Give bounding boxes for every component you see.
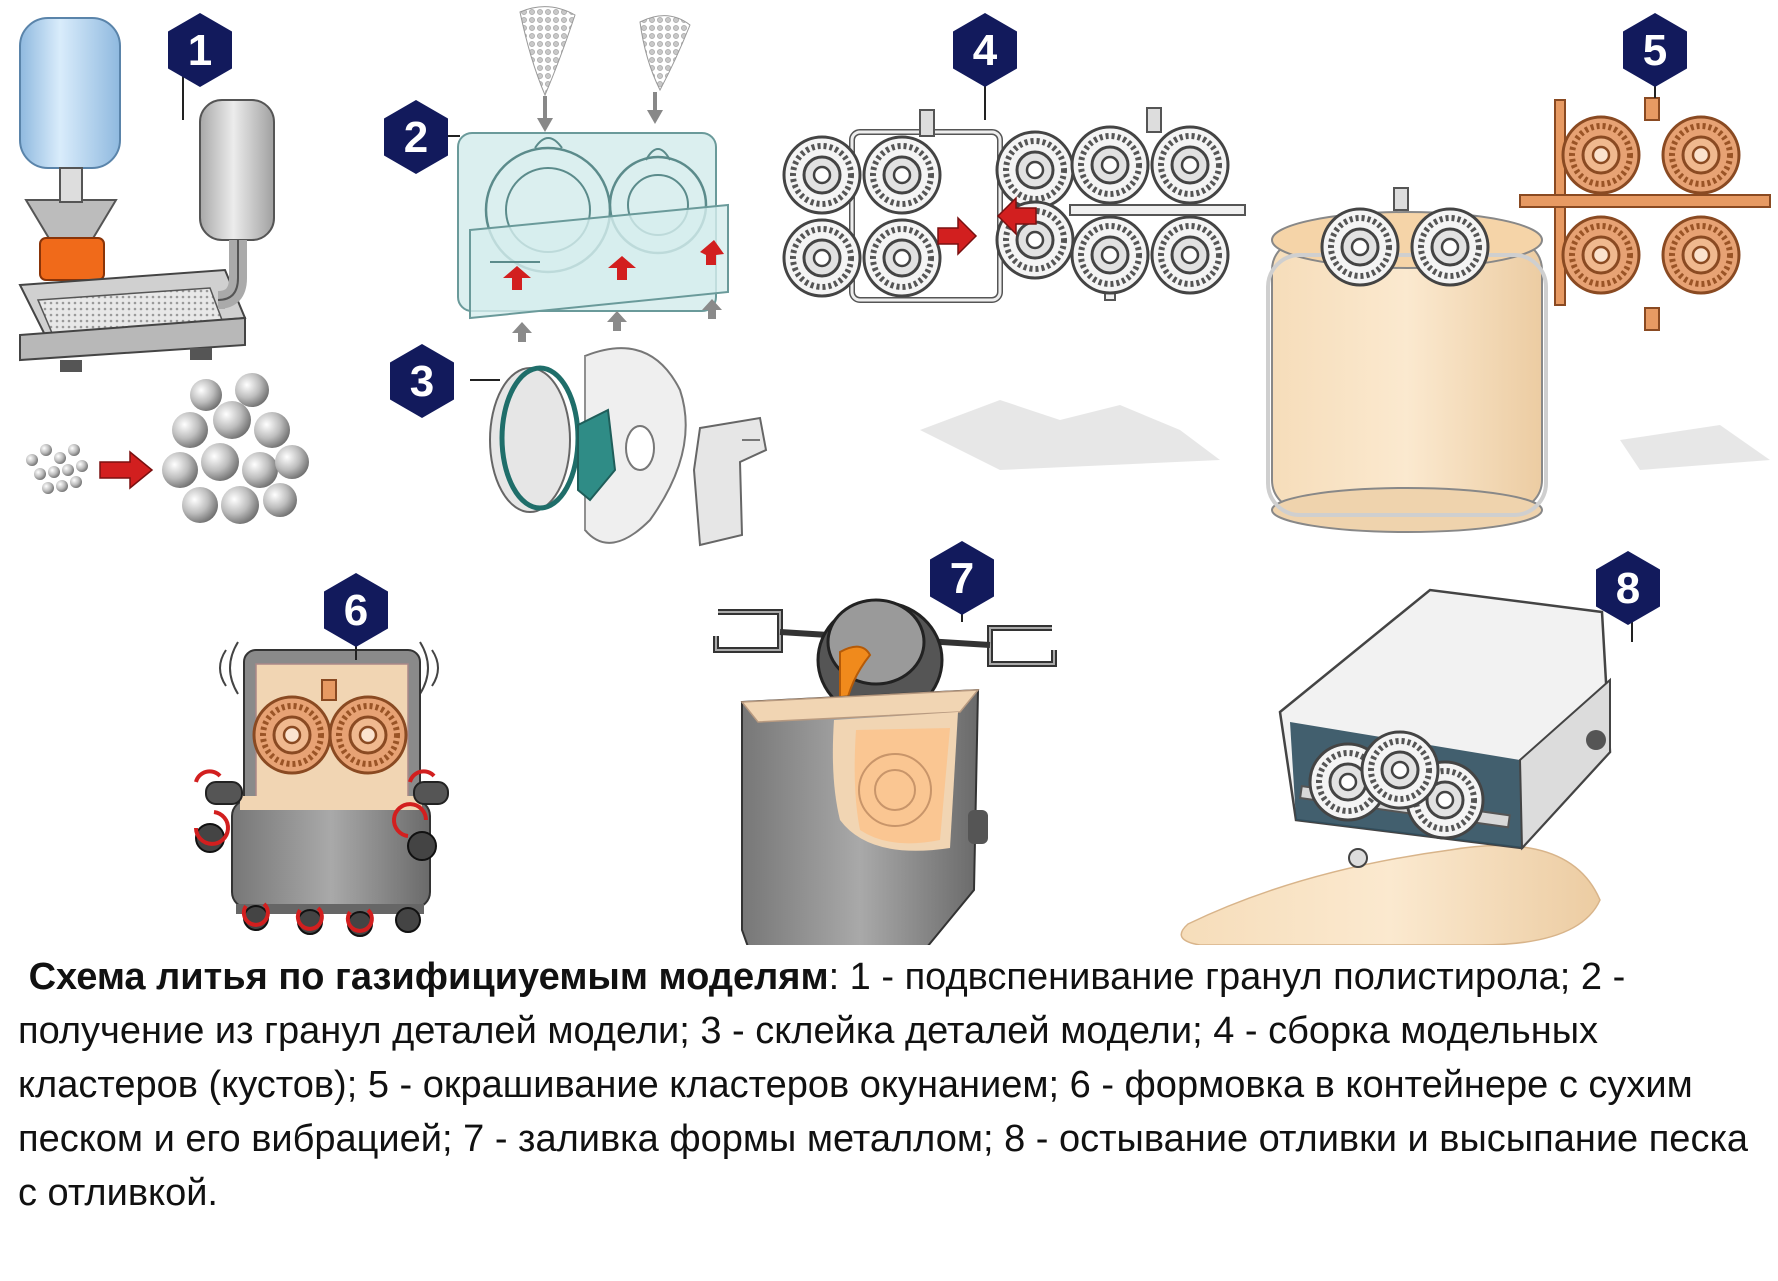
step-1-number: 1: [188, 26, 212, 75]
step-5-number: 5: [1643, 26, 1667, 75]
step-7-number: 7: [950, 554, 974, 603]
step-4-badge: 4: [953, 13, 1017, 87]
step-1-badge: 1: [168, 13, 232, 87]
small-beads-icon: [26, 444, 88, 494]
red-arrows-icon: [503, 240, 724, 290]
caption-text: : 1 - подвспенивание гранул полистирола;…: [18, 956, 1749, 1214]
step-4-number: 4: [973, 26, 998, 75]
step-6-vibration-molding: 6: [194, 573, 449, 937]
step-8-badge: 8: [1596, 551, 1660, 625]
step-2-badge: 2: [384, 100, 448, 174]
step-7-badge: 7: [930, 541, 994, 615]
step-7-pouring: 7: [713, 541, 1057, 945]
step-6-badge: 6: [324, 573, 388, 647]
caption: Схема литья по газифициуемым моделям: 1 …: [18, 950, 1763, 1220]
large-beads-icon: [162, 373, 309, 524]
red-arrow-icon: [99, 450, 154, 490]
step-5-coating: 5: [920, 13, 1771, 533]
step-3-number: 3: [410, 357, 434, 406]
step-3-badge: 3: [390, 344, 454, 418]
step-2-molding: 2: [384, 6, 729, 342]
caption-title: Схема литья по газифициуемым моделям: [28, 956, 829, 998]
rotation-arrows-icon: [194, 769, 436, 933]
step-8-discharge: 8: [1180, 551, 1660, 945]
step-3-gluing: 3: [390, 344, 768, 547]
step-1-pre-expansion: 1: [18, 13, 309, 524]
step-8-number: 8: [1616, 564, 1640, 613]
step-6-number: 6: [344, 586, 368, 635]
step-2-number: 2: [404, 113, 428, 162]
process-illustration: 1 2: [18, 6, 1771, 945]
step-5-badge: 5: [1623, 13, 1687, 87]
step-4-cluster-assembly: 4: [784, 13, 1246, 303]
